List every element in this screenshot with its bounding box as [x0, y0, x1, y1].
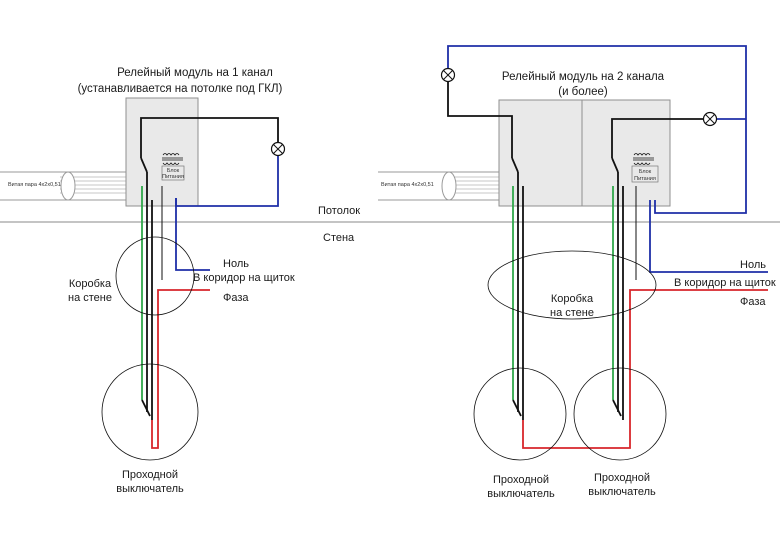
left-switch-box [101, 363, 199, 461]
right-lamp-icon-2 [702, 111, 718, 127]
right-switch-1-label-1: Проходной [493, 474, 549, 486]
right-switch-box-1 [473, 367, 567, 461]
right-riser-wires-1 [512, 172, 524, 420]
left-phase-label: Фаза [223, 292, 249, 304]
left-wall-box [115, 236, 195, 316]
right-relay-contact-2 [611, 157, 619, 173]
right-phase-label: Фаза [740, 296, 766, 308]
right-relay-contact-1 [511, 157, 519, 173]
left-psu-label-2: Питания [162, 174, 184, 180]
right-neutral-label: Ноль [740, 259, 766, 271]
left-module-title: Релейный модуль на 1 канал [117, 67, 273, 79]
left-lamp-icon [270, 141, 286, 157]
left-switch-label-1: Проходной [122, 469, 178, 481]
left-box-label-1: Коробка [69, 278, 112, 290]
right-twisted-pair-cable [378, 171, 500, 201]
wall-label: Стена [323, 232, 355, 244]
right-module-title: Релейный модуль на 2 канала [502, 71, 665, 83]
left-riser-wires [141, 172, 210, 449]
right-riser-wires-2 [522, 172, 768, 449]
right-switch-contact-1 [512, 399, 522, 417]
right-corridor-label: В коридор на щиток [674, 277, 776, 289]
right-twisted-pair-label: Витая пара 4х2х0,51 [381, 182, 434, 188]
right-box-label-1: Коробка [551, 293, 594, 305]
right-switch-1-label-2: выключатель [487, 488, 555, 500]
right-lamp-circuits [447, 45, 747, 214]
right-wall-box [487, 250, 657, 320]
left-neutral-label: Ноль [223, 258, 249, 270]
left-psu-label-1: Блок [167, 168, 180, 174]
right-psu-icon [631, 153, 659, 183]
right-relay-module [498, 99, 671, 207]
left-module-subtitle: (устанавливается на потолке под ГКЛ) [78, 83, 283, 95]
right-switch-box-2 [573, 367, 667, 461]
right-psu-label-1: Блок [639, 169, 652, 175]
left-twisted-pair-cable [0, 171, 130, 201]
right-module-subtitle: (и более) [558, 86, 608, 98]
left-switch-label-2: выключатель [116, 483, 184, 495]
left-switch-contact [141, 399, 151, 417]
right-box-label-2: на стене [550, 307, 594, 319]
left-diagram: Релейный модуль на 1 канал (устанавливае… [0, 67, 295, 495]
left-twisted-pair-label: Витая пара 4х2х0,51 [8, 182, 61, 188]
right-lamp-icon-1 [440, 67, 456, 83]
right-diagram: Релейный модуль на 2 канала (и более) Ви… [378, 45, 776, 500]
right-psu-label-2: Питания [634, 176, 656, 182]
left-psu-icon [161, 153, 185, 181]
left-corridor-label: В коридор на щиток [193, 272, 295, 284]
right-switch-2-label-2: выключатель [588, 486, 656, 498]
left-relay-contact [140, 157, 148, 173]
right-switch-2-label-1: Проходной [594, 472, 650, 484]
right-switch-contact-2 [612, 399, 622, 417]
ceiling-label: Потолок [318, 205, 360, 217]
left-box-label-2: на стене [68, 292, 112, 304]
